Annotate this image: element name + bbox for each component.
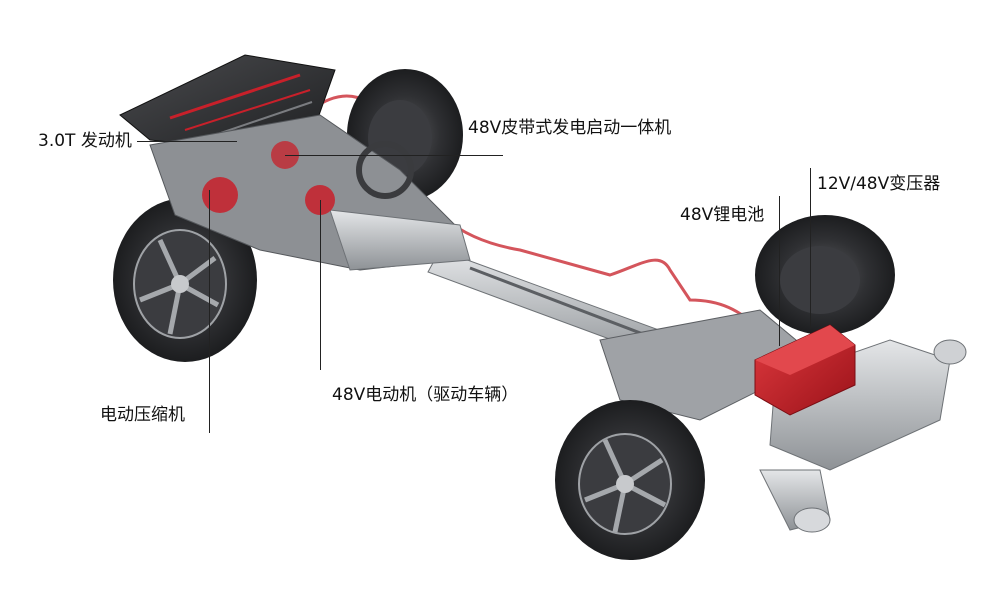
converter-label: 12V/48V变压器 bbox=[817, 174, 941, 194]
battery-leader-line bbox=[779, 196, 780, 346]
bsg-label: 48V皮带式发电启动一体机 bbox=[468, 118, 672, 138]
engine-and-gearbox bbox=[149, 114, 471, 271]
rear-right-wheel bbox=[755, 215, 895, 335]
battery-label: 48V锂电池 bbox=[680, 205, 765, 225]
converter-leader-line bbox=[810, 168, 811, 328]
e-compressor-label: 电动压缩机 bbox=[100, 405, 185, 425]
battery-pack bbox=[754, 324, 856, 416]
e-motor-label: 48V电动机（驱动车辆） bbox=[332, 385, 519, 405]
engine-leader-line bbox=[137, 141, 237, 142]
bsg-leader-line bbox=[285, 155, 503, 156]
engine-label: 3.0T 发动机 bbox=[38, 131, 132, 151]
front-left-wheel bbox=[113, 198, 257, 362]
compressor-leader-line bbox=[209, 190, 210, 433]
motor-leader-line bbox=[320, 200, 321, 370]
rear-left-wheel bbox=[555, 400, 705, 560]
